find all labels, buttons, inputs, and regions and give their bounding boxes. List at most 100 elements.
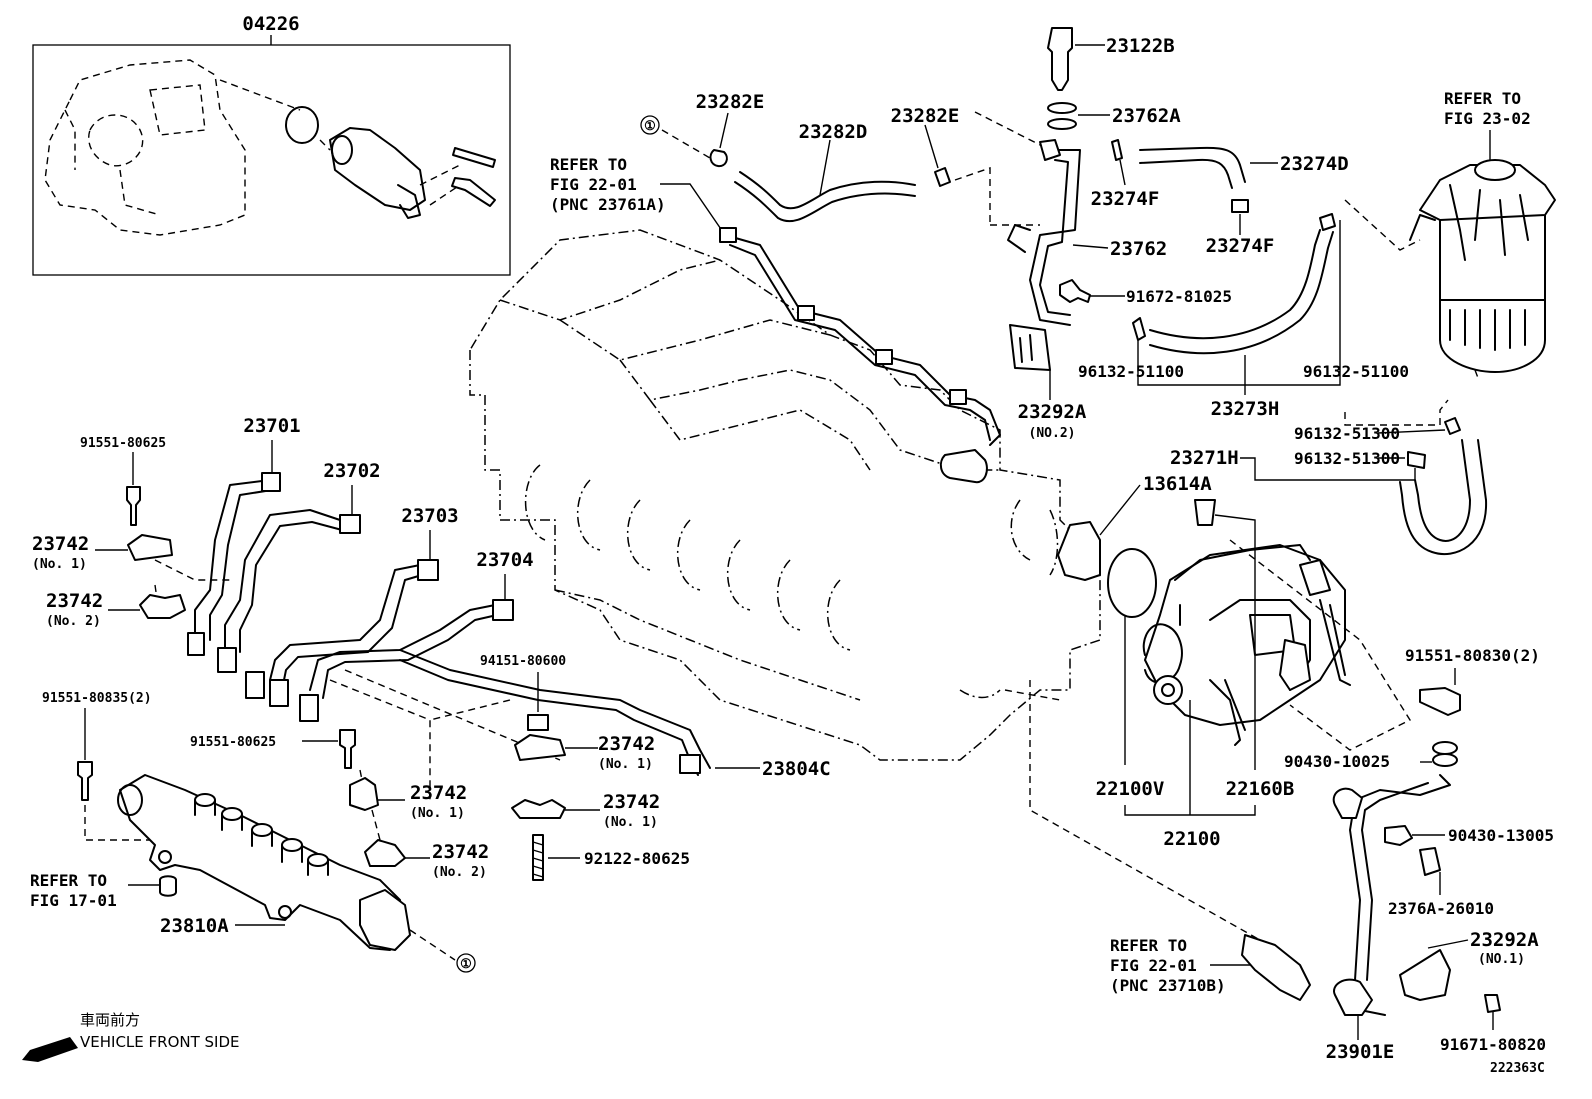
- pipe-clamp-no2-icon: [139, 594, 186, 619]
- label-91551-80625-mid: 91551-80625: [190, 735, 276, 750]
- gasket-icon-90430: [1432, 741, 1458, 755]
- label-23742-no2-center-sub: (No. 2): [432, 865, 487, 880]
- label-23292A-no1-sub: (NO.1): [1478, 952, 1525, 967]
- label-91551-80835: 91551-80835(2): [42, 691, 152, 706]
- label-91671-80820: 91671-80820: [1440, 1035, 1546, 1054]
- label-90430-13005: 90430-13005: [1448, 826, 1554, 845]
- label-23762: 23762: [1110, 238, 1167, 260]
- label-23810A: 23810A: [160, 915, 229, 937]
- label-23742-no2-left-sub: (No. 2): [46, 614, 101, 629]
- label-23703: 23703: [401, 505, 458, 527]
- label-23742-no1-lower-sub: (No. 1): [410, 806, 465, 821]
- connector-icon: [939, 449, 988, 484]
- bolt-icon-2376A: [1419, 847, 1441, 876]
- bracket-icon-no1: [1399, 949, 1451, 1001]
- pipe-clamp-no1-lower-icon: [349, 777, 379, 811]
- bolt-icon-91551-80830: [1419, 687, 1461, 716]
- pipe-clamp-no2-center-icon: [364, 839, 406, 867]
- ref-23-02-line2: FIG 23-02: [1444, 109, 1531, 128]
- plug-icon: [159, 875, 177, 897]
- label-23901E: 23901E: [1326, 1041, 1395, 1063]
- bolt-icon-91551-80625-top: [126, 486, 141, 526]
- label-22100: 22100: [1163, 828, 1220, 850]
- label-23274D: 23274D: [1280, 153, 1349, 175]
- center-clamps-group: 94151-80600 91551-80625 23742 (No. 1) 23…: [190, 654, 690, 881]
- label-23282D: 23282D: [799, 121, 868, 143]
- label-23122B: 23122B: [1106, 35, 1175, 57]
- label-23804C: 23804C: [762, 758, 831, 780]
- ref-22-01b-line2: FIG 22-01: [1110, 956, 1197, 975]
- bolt-icon-22160B: [1194, 499, 1216, 526]
- ref-22-01a-line3: (PNC 23761A): [550, 195, 666, 214]
- footer: 車両前方 VEHICLE FRONT SIDE 222363C: [22, 1011, 1545, 1076]
- o-ring-icon: [285, 106, 319, 144]
- pump-fittings-group: 91551-80830(2) 90430-10025 23901E 90430-…: [1284, 646, 1554, 1063]
- pipe-clamp-no1-icon: [127, 534, 173, 561]
- fuel-pipe-23804C-icon: [399, 649, 711, 769]
- fuel-filter-icon: [1409, 159, 1556, 373]
- label-13614A: 13614A: [1143, 473, 1212, 495]
- supply-pump-22100: 22160B 22100V 22100: [1004, 499, 1412, 941]
- hose-clamp-icon-right: [934, 167, 951, 187]
- vehicle-front-en: VEHICLE FRONT SIDE: [80, 1033, 240, 1051]
- common-rail-icon: [117, 774, 411, 951]
- label-23742-no1-left: 23742: [32, 533, 89, 555]
- ref-22-01-b: REFER TO FIG 22-01 (PNC 23710B): [1110, 934, 1311, 1001]
- ref-22-01a-line1: REFER TO: [550, 155, 627, 174]
- return-hose-icon: [1139, 146, 1246, 183]
- bolt-icon: [451, 177, 496, 207]
- label-92122-80625: 92122-80625: [584, 849, 690, 868]
- circle-marker-1-top: ①: [644, 119, 656, 134]
- hose-23273H-group: 96132-51100 96132-51100 23273H: [1078, 213, 1409, 420]
- label-22160B: 22160B: [1226, 778, 1295, 800]
- fuel-return-pipe-icon: [1029, 149, 1081, 326]
- nut-icon: [527, 714, 549, 731]
- label-23742-no1-center-lower: 23742: [603, 791, 660, 813]
- injection-pipe-23702-icon: [224, 509, 341, 651]
- label-23271H: 23271H: [1170, 447, 1239, 469]
- left-clamps-group: 91551-80625 23742 (No. 1) 23742 (No. 2): [32, 436, 186, 629]
- label-23701: 23701: [243, 415, 300, 437]
- fuel-hose-icon: [739, 171, 916, 210]
- kit-box-04226: 04226: [32, 13, 511, 276]
- pipe-clamp-no1-center-lower-icon: [511, 799, 566, 819]
- ref-23-02-line1: REFER TO: [1444, 89, 1521, 108]
- fuel-hose-23271H-icon: [1414, 439, 1471, 542]
- check-valve-icon: [1047, 27, 1073, 91]
- ref-22-01a-line2: FIG 22-01: [550, 175, 637, 194]
- gasket-icon: [1047, 102, 1077, 114]
- label-23742-no2-center: 23742: [432, 841, 489, 863]
- bolt-icon-91671: [1484, 994, 1501, 1013]
- ref-22-01b-line1: REFER TO: [1110, 936, 1187, 955]
- label-96132-51100-right: 96132-51100: [1303, 362, 1409, 381]
- label-90430-10025: 90430-10025: [1284, 752, 1390, 771]
- gasket-13614A: 13614A: [1057, 473, 1212, 618]
- label-22100V: 22100V: [1096, 778, 1165, 800]
- label-23292A-no1: 23292A: [1470, 929, 1539, 951]
- engine-block-outline: [469, 229, 1101, 761]
- label-23704: 23704: [476, 549, 533, 571]
- label-91551-80625-top: 91551-80625: [80, 436, 166, 451]
- label-23702: 23702: [323, 460, 380, 482]
- label-23292A-no2-sub: (NO.2): [1029, 426, 1076, 441]
- label-91551-80830: 91551-80830(2): [1405, 646, 1540, 665]
- pipe-clamp-no1-center-icon: [514, 734, 566, 761]
- label-91672-81025: 91672-81025: [1126, 287, 1232, 306]
- injection-pipes-group: 23701 23702 23703 23704 23804C: [154, 415, 831, 800]
- label-94151-80600: 94151-80600: [480, 654, 566, 669]
- label-23742-no1-left-sub: (No. 1): [32, 557, 87, 572]
- o-ring-22100V-icon: [1107, 548, 1157, 618]
- ref-17-01-line2: FIG 17-01: [30, 891, 117, 910]
- stud-bolt-icon: [532, 834, 544, 881]
- bolt-icon-91672: [1059, 279, 1091, 303]
- label-96132-51300-top: 96132-51300: [1294, 424, 1400, 443]
- label-23292A-no2: 23292A: [1018, 401, 1087, 423]
- label-23282E-right: 23282E: [891, 105, 960, 127]
- label-23742-no1-center-sub: (No. 1): [598, 757, 653, 772]
- return-line-group: 23122B 23762A 23762 91672-81025 23274F 2…: [974, 27, 1349, 441]
- fuel-filter-ref: REFER TO FIG 23-02: [1344, 89, 1556, 426]
- hose-group-23282: ① 23282E 23282D 23282E: [640, 91, 991, 225]
- injector-leak-pipe-icon: [724, 234, 1001, 446]
- label-23274F-left: 23274F: [1091, 188, 1160, 210]
